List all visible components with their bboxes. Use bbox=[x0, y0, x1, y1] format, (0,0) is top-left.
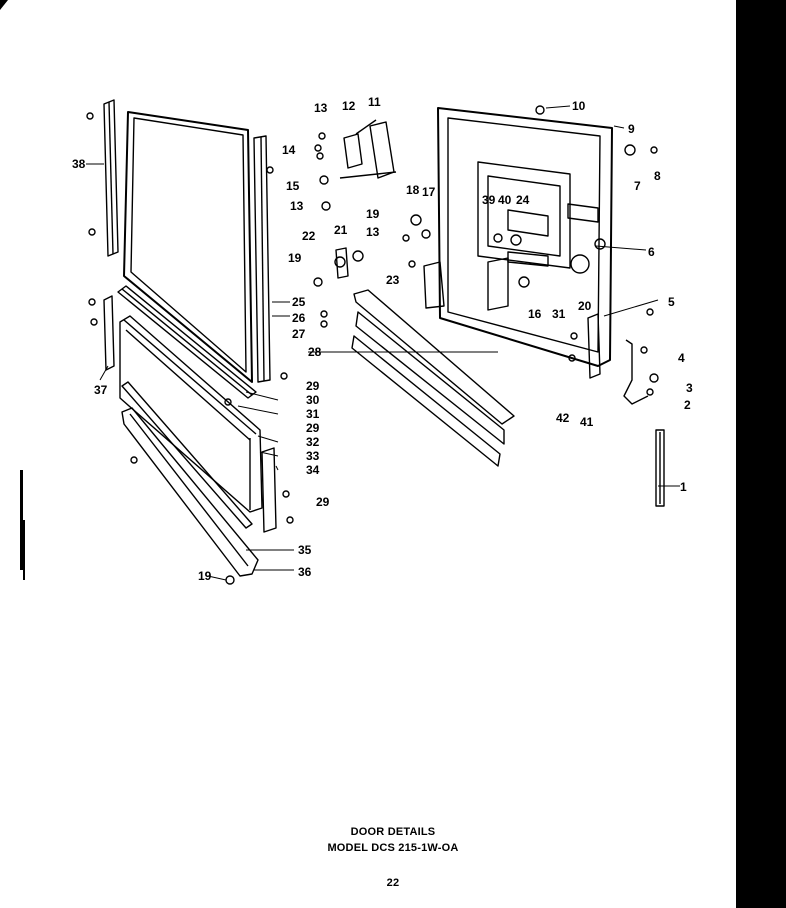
callout-24: 24 bbox=[516, 193, 530, 207]
callout-7: 7 bbox=[634, 179, 641, 193]
callout-19c: 19 bbox=[366, 207, 380, 221]
small-hardware bbox=[86, 105, 659, 585]
part-latch-bracket bbox=[339, 119, 397, 179]
callout-2: 2 bbox=[684, 398, 691, 412]
part-lower-right-block bbox=[261, 447, 277, 533]
scan-edge-bar bbox=[736, 0, 786, 908]
callout-13: 13 bbox=[314, 101, 328, 115]
callout-3: 3 bbox=[686, 381, 693, 395]
callout-8: 8 bbox=[654, 169, 661, 183]
part-lower-panel bbox=[119, 315, 263, 513]
door-exploded-view: 1 2 3 4 5 6 7 8 9 10 11 12 13 14 15 16 1… bbox=[72, 95, 693, 585]
callout-32: 32 bbox=[306, 435, 320, 449]
callout-33: 33 bbox=[306, 449, 320, 463]
callout-13c: 13 bbox=[366, 225, 380, 239]
binding-mark bbox=[20, 470, 23, 570]
part-toe-plate bbox=[121, 407, 259, 577]
callout-20: 20 bbox=[578, 299, 592, 313]
callout-22: 22 bbox=[302, 229, 316, 243]
callout-29b: 29 bbox=[306, 421, 320, 435]
page-number: 22 bbox=[386, 877, 400, 889]
callout-4: 4 bbox=[678, 351, 685, 365]
callout-41: 41 bbox=[580, 415, 594, 429]
callout-14: 14 bbox=[282, 143, 296, 157]
part-outer-door-panel bbox=[123, 111, 253, 383]
callout-25: 25 bbox=[292, 295, 306, 309]
callout-35: 35 bbox=[298, 543, 312, 557]
callout-28: 28 bbox=[308, 345, 322, 359]
callout-5: 5 bbox=[668, 295, 675, 309]
callout-26: 26 bbox=[292, 311, 306, 325]
part-side-trim-left bbox=[103, 99, 119, 257]
part-inner-door-liner bbox=[437, 107, 613, 367]
callout-12: 12 bbox=[342, 99, 356, 113]
callout-30: 30 bbox=[306, 393, 320, 407]
callout-19b: 19 bbox=[198, 569, 212, 583]
part-kick-strip bbox=[121, 381, 253, 529]
figure-title: DOOR DETAILS bbox=[350, 826, 436, 838]
part-left-channel bbox=[103, 295, 115, 371]
callout-11: 11 bbox=[368, 95, 381, 109]
callout-23: 23 bbox=[386, 273, 400, 287]
part-door-spring bbox=[655, 429, 665, 507]
leader-lines bbox=[86, 105, 680, 581]
callout-38: 38 bbox=[72, 157, 86, 171]
callout-31b: 31 bbox=[306, 407, 320, 421]
callout-15: 15 bbox=[286, 179, 300, 193]
callout-29c: 29 bbox=[316, 495, 330, 509]
callout-39: 39 bbox=[482, 193, 496, 207]
callout-27: 27 bbox=[292, 327, 306, 341]
callout-6: 6 bbox=[648, 245, 655, 259]
callout-labels: 1 2 3 4 5 6 7 8 9 10 11 12 13 14 15 16 1… bbox=[72, 95, 693, 583]
callout-42: 42 bbox=[556, 411, 570, 425]
callout-29: 29 bbox=[306, 379, 320, 393]
callout-9: 9 bbox=[628, 122, 635, 136]
callout-18: 18 bbox=[406, 183, 420, 197]
callout-1: 1 bbox=[680, 480, 687, 494]
callout-37: 37 bbox=[94, 383, 108, 397]
model-number: MODEL DCS 215-1W-OA bbox=[327, 842, 459, 854]
part-lower-door-strip bbox=[351, 289, 515, 467]
callout-34: 34 bbox=[306, 463, 320, 477]
callout-31: 31 bbox=[552, 307, 566, 321]
callout-36: 36 bbox=[298, 565, 312, 579]
part-bottom-trim bbox=[117, 285, 257, 399]
callout-10: 10 bbox=[572, 99, 586, 113]
callout-13b: 13 bbox=[290, 199, 304, 213]
part-hinge-plate bbox=[587, 313, 601, 379]
part-side-trim-right bbox=[253, 135, 271, 383]
corner-mark bbox=[0, 0, 8, 10]
part-hinge-arm bbox=[623, 339, 649, 405]
binding-mark bbox=[23, 520, 25, 580]
callout-16: 16 bbox=[528, 307, 542, 321]
callout-40: 40 bbox=[498, 193, 512, 207]
callout-17: 17 bbox=[422, 185, 436, 199]
callout-19: 19 bbox=[288, 251, 302, 265]
callout-21: 21 bbox=[334, 223, 348, 237]
